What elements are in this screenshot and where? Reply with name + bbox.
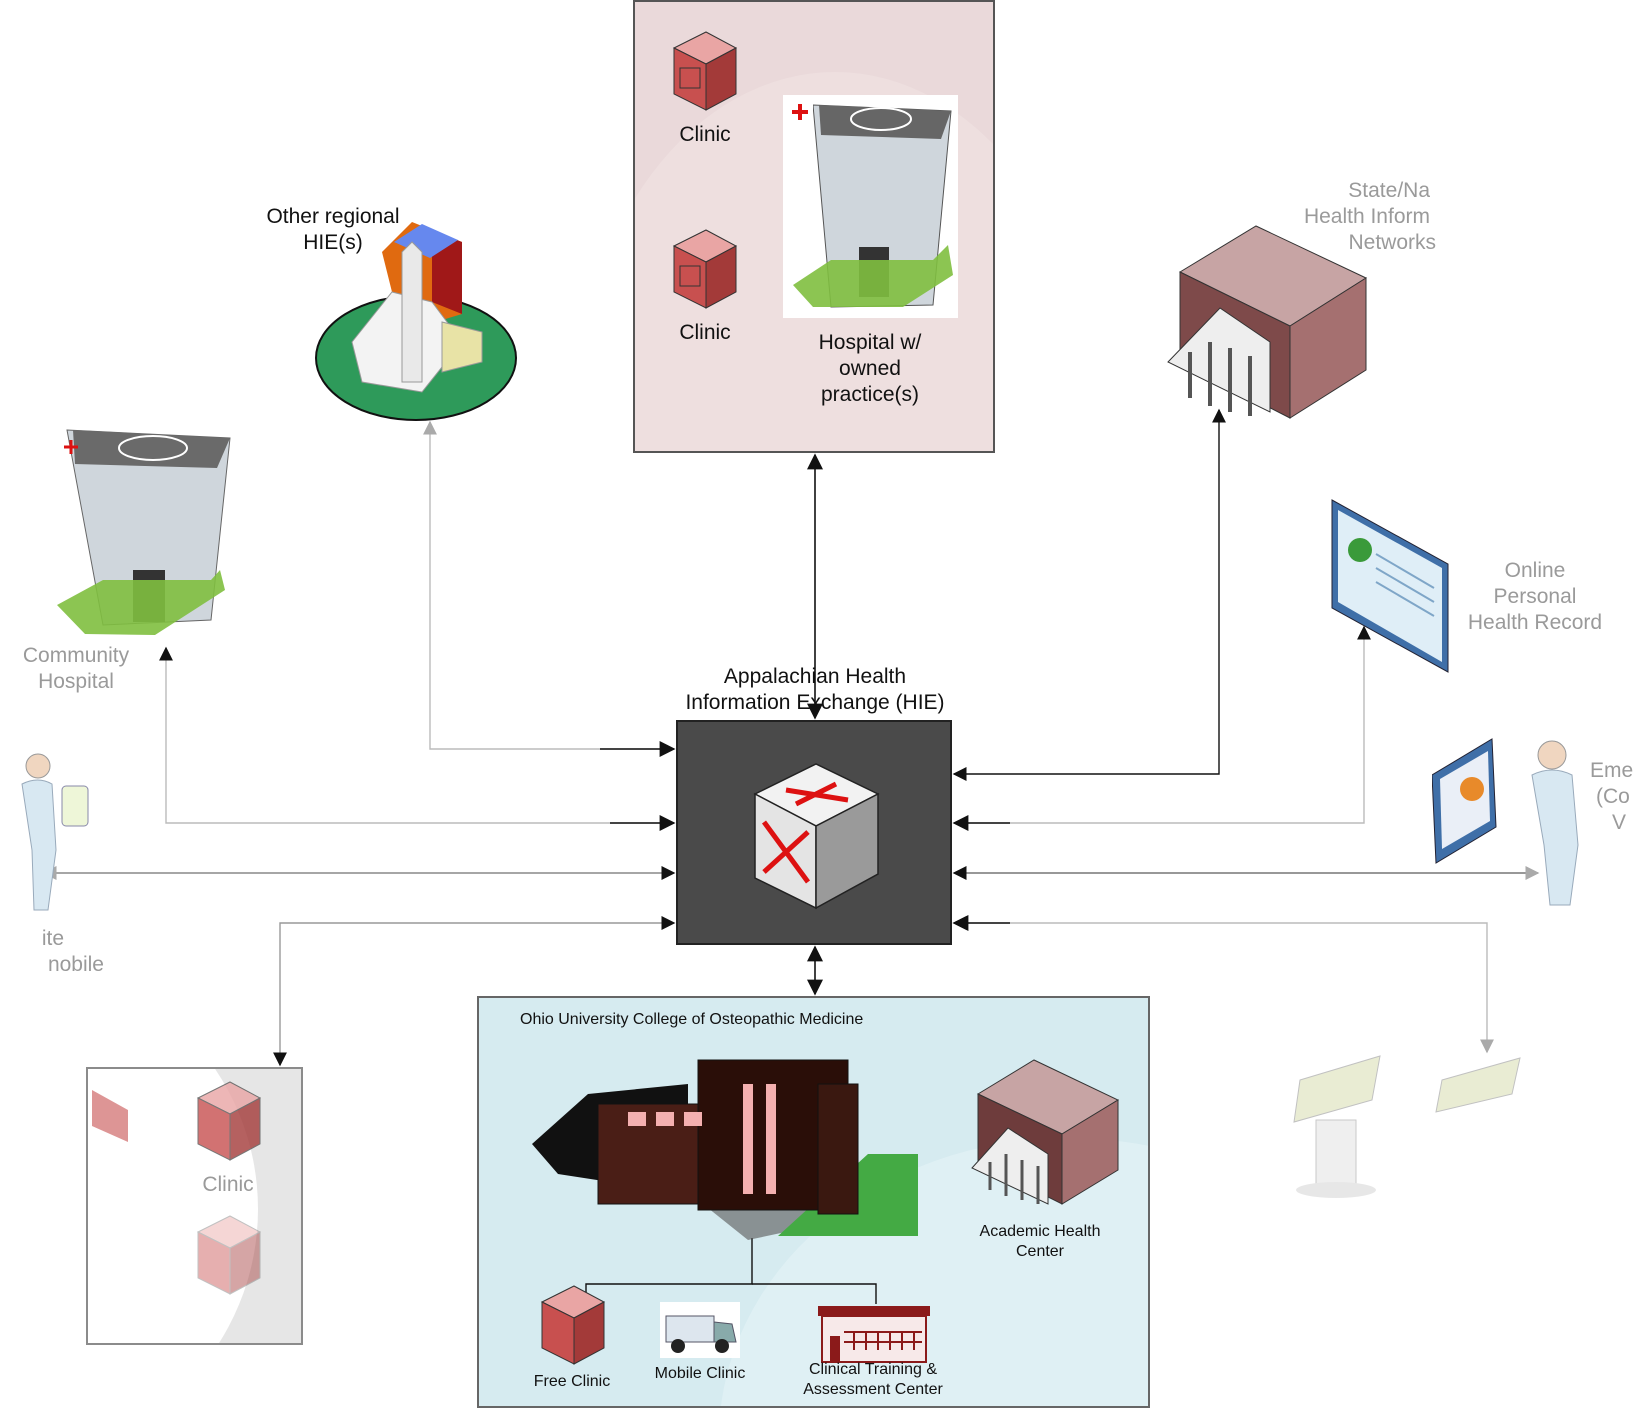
training-center-label-line1: Clinical Training & [808,1361,938,1378]
state-networks-label-line3: Networks [1348,231,1436,254]
training-center-label-line2: Assessment Center [803,1381,943,1398]
link-faded-clinics [273,916,676,1067]
clinic-building-icon [92,1090,128,1142]
emergency-label-line3: V [1612,811,1627,834]
presenter-screen-icon [1432,738,1579,906]
phr-label-line2: Personal [1493,585,1577,608]
link-other-hie [423,420,674,750]
academic-building-icon [971,1059,1120,1205]
hospital-label-line3: practice(s) [820,383,920,406]
academic-center-label-line1: Academic Health [979,1223,1101,1240]
web-monitor-icon [1331,499,1449,673]
training-center-icon [818,1306,930,1363]
remote-label-line1: ite [41,927,64,950]
state-networks-label-line2: Health Inform [1303,205,1430,228]
kiosk-icons [1293,1055,1521,1198]
government-building-icon [1167,225,1368,419]
link-kiosks [952,916,1494,1054]
state-networks-label-line1: State/Na [1348,179,1430,202]
community-hospital-icon [57,429,231,635]
community-hospital-label-line2: Hospital [38,670,114,693]
faded-clinic-label: Clinic [202,1173,254,1196]
academic-center-label-line2: Center [1015,1243,1065,1260]
hub-title-line1: Appalachian Health [723,665,907,688]
community-hospital-label-line1: Community [22,644,130,667]
person-with-device-icon [21,753,89,911]
clinic-label-2: Clinic [679,321,731,344]
college-building-icon [532,1059,918,1240]
town-icon [315,222,517,421]
link-phr [954,625,1371,824]
phr-label-line3: Health Record [1467,611,1603,634]
hospital-label-line2: owned [839,357,901,380]
hospital-label-line1: Hospital w/ [818,331,922,354]
emergency-label-line1: Eme [1590,759,1634,782]
link-community-hospital [159,646,674,824]
clinic-building-icon [672,229,738,309]
free-clinic-label: Free Clinic [533,1373,611,1390]
mobile-clinic-truck-icon [660,1302,740,1358]
clinic-building-icon [196,1081,262,1161]
switch-cube-icon [753,763,880,910]
hospital-icon [783,95,958,318]
link-state-networks [952,408,1226,781]
tree-lines [585,1238,753,1296]
clinic-building-icon [672,31,738,111]
oucom-title: Ohio University College of Osteopathic M… [520,1011,864,1028]
clinic-building-icon [196,1215,262,1295]
hie-hub [676,720,952,945]
phr-label-line1: Online [1504,559,1566,582]
remote-label-line2: nobile [47,953,104,976]
other-hie-label-line2: HIE(s) [303,231,363,254]
other-hie-label-line1: Other regional [266,205,400,228]
clinic-label-1: Clinic [679,123,731,146]
emergency-label-line2: (Co [1596,785,1630,808]
mobile-clinic-label: Mobile Clinic [654,1365,746,1382]
hub-title-line2: Information Exchange (HIE) [685,691,945,714]
clinic-building-icon [540,1285,606,1365]
